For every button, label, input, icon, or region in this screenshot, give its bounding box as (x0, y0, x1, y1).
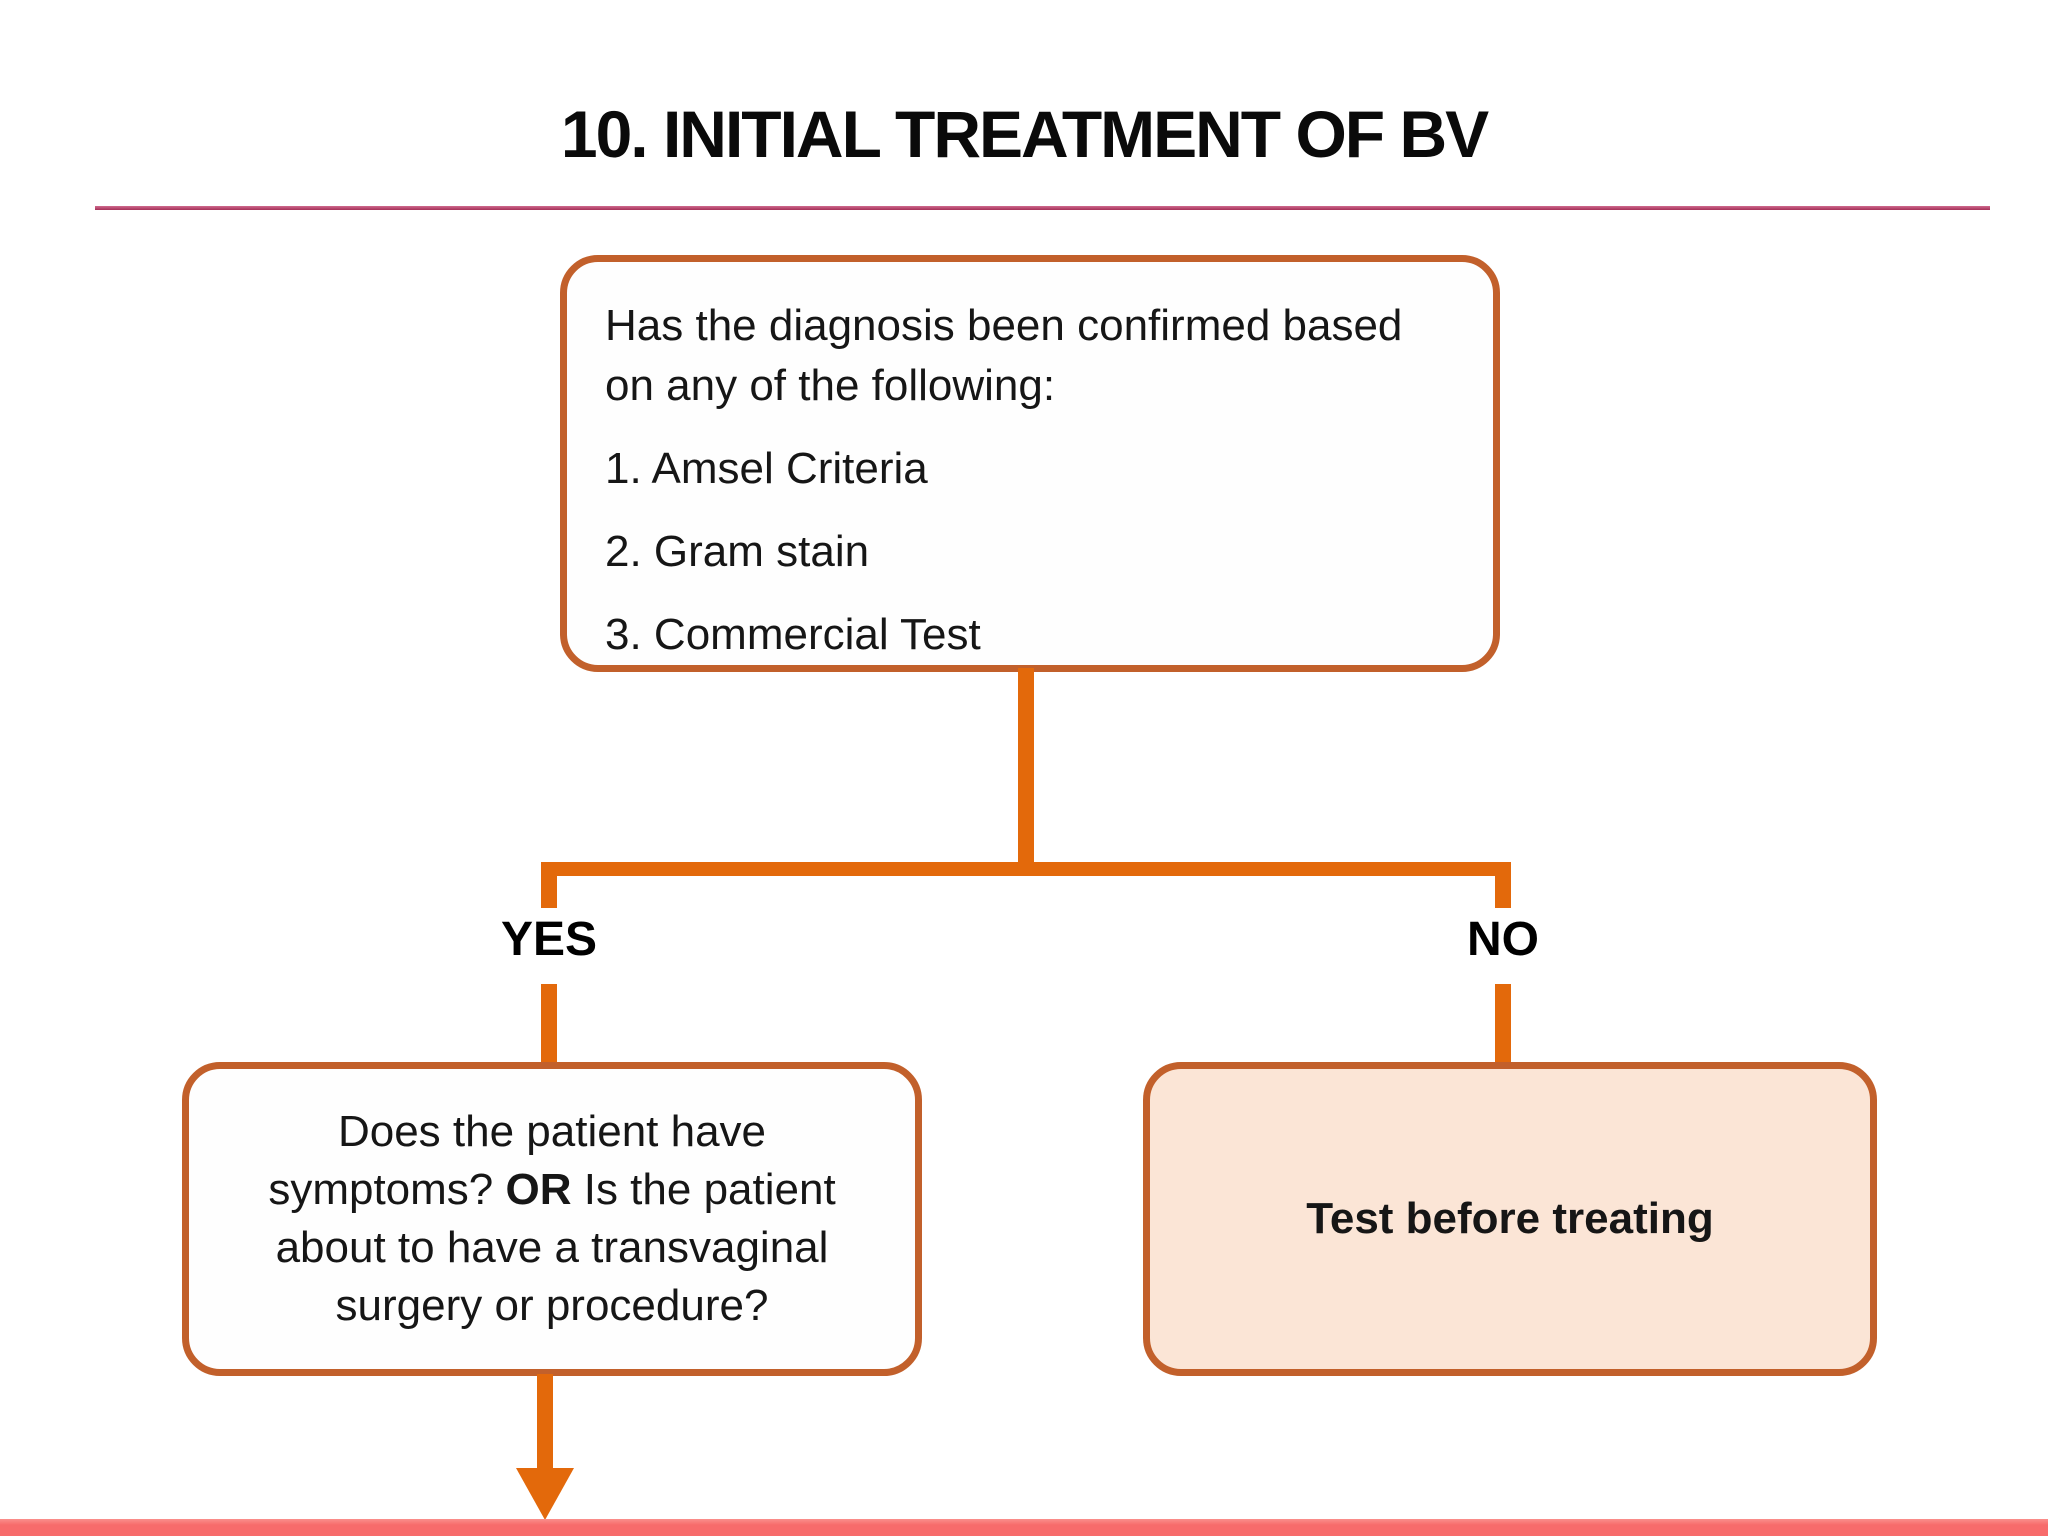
test-before-treating-box: Test before treating (1143, 1062, 1877, 1376)
connector-no-lower-stub (1495, 984, 1511, 1066)
connector-root-stem (1018, 668, 1034, 868)
test-before-treating-label: Test before treating (1306, 1194, 1714, 1243)
criteria-item-amsel: 1. Amsel Criteria (605, 444, 928, 493)
yes-continue-arrow-head (516, 1468, 574, 1520)
branch-label-no: NO (1467, 913, 1539, 966)
title-divider-line (95, 206, 1990, 210)
symptoms-line-2-before: symptoms? (268, 1165, 506, 1214)
connector-no-upper-stub (1495, 862, 1511, 908)
criteria-item-commercial-test: 3. Commercial Test (605, 610, 981, 659)
criteria-item-gram-stain: 2. Gram stain (605, 527, 870, 576)
diagnosis-confirmed-box: Has the diagnosis been confirmed based o… (560, 255, 1500, 672)
symptoms-line-4: surgery or procedure? (335, 1281, 769, 1330)
symptoms-line-3: about to have a transvaginal (275, 1223, 829, 1272)
footer-accent-bar (0, 1519, 2048, 1536)
diagnosis-intro-line-1: Has the diagnosis been confirmed based (605, 301, 1403, 350)
page-title: 10. INITIAL TREATMENT OF BV (560, 97, 1489, 171)
symptoms-line-2-after: Is the patient (571, 1165, 836, 1214)
symptoms-line-2: symptoms? OR Is the patient (268, 1161, 835, 1219)
diagnosis-intro-line-2: on any of the following: (605, 361, 1056, 410)
symptoms-line-2-or: OR (505, 1165, 572, 1214)
connector-yes-lower-stub (541, 984, 557, 1066)
connector-yes-upper-stub (541, 862, 557, 908)
yes-continue-arrow-shaft (537, 1374, 553, 1472)
patient-symptoms-text: Does the patient have symptoms? OR Is th… (268, 1103, 835, 1335)
connector-branch-bar (541, 862, 1511, 876)
symptoms-line-1: Does the patient have (337, 1107, 767, 1156)
branch-label-yes: YES (500, 913, 598, 966)
patient-symptoms-box: Does the patient have symptoms? OR Is th… (182, 1062, 922, 1376)
